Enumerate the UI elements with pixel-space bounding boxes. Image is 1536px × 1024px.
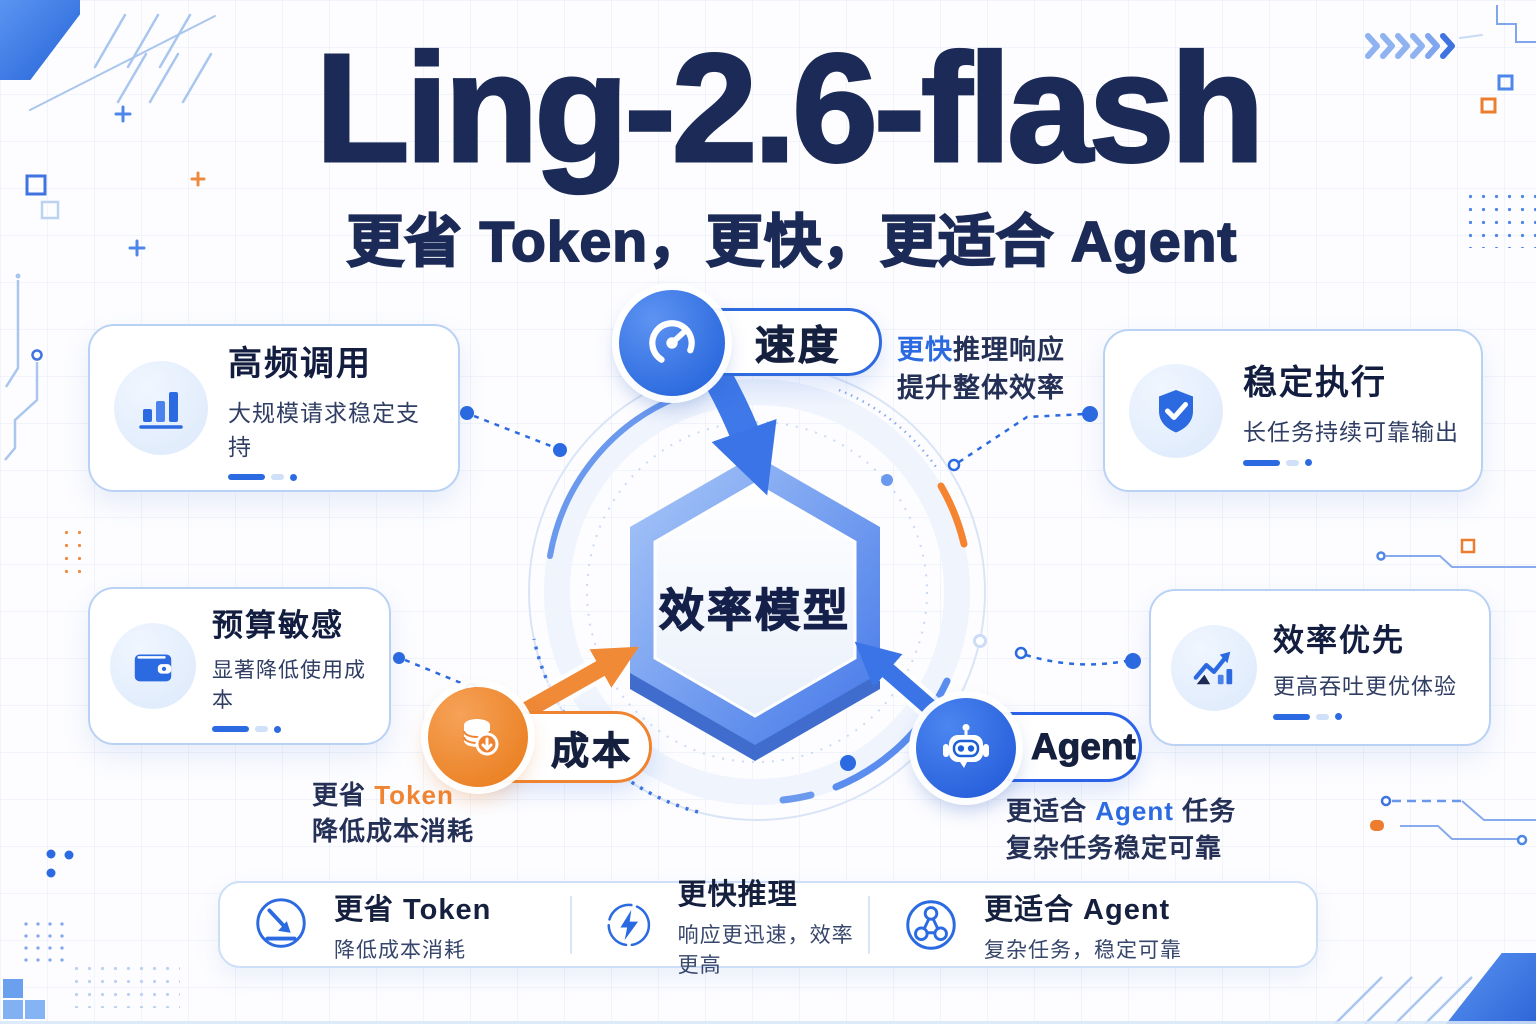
footer-item-title: 更省 Token: [334, 893, 492, 926]
card-budget-sensitive: 预算敏感 显著降低使用成本: [88, 587, 391, 745]
card-title: 高频调用: [228, 344, 372, 383]
agent-note-prefix: 更适合: [1006, 796, 1096, 826]
hexagon-label: 效率模型: [658, 584, 851, 636]
card-subtitle: 长任务持续可靠输出: [1243, 419, 1459, 445]
trend-down-icon: [256, 897, 306, 948]
robot-icon: [943, 724, 989, 768]
speed-note: 更快推理响应 提升整体效率: [897, 331, 1065, 407]
agent-note: 更适合 Agent 任务 复杂任务稳定可靠: [1006, 793, 1236, 867]
agent-note-suffix: 任务: [1173, 796, 1237, 826]
dot-grid: [60, 526, 86, 580]
footer-item-faster-inference: 更快推理 响应更迅速，效率更高: [572, 879, 868, 977]
hexagon-core: [630, 455, 880, 761]
speedometer-icon: [649, 320, 695, 366]
pixel-block: [3, 979, 23, 998]
wallet-icon: [110, 623, 196, 709]
divider: [868, 895, 870, 954]
agent-note-highlight: Agent: [1095, 796, 1174, 826]
bottom-edge: [0, 1021, 1536, 1024]
card-progress: [1273, 713, 1457, 720]
page-title: Ling-2.6-flash: [314, 22, 1266, 194]
card-progress: [212, 725, 373, 733]
dot-grid: [20, 918, 72, 966]
network-nodes-icon: [906, 899, 956, 950]
card-efficiency-first: 效率优先 更高吞吐更优体验: [1149, 589, 1491, 746]
footer-item-title: 更适合 Agent: [984, 893, 1171, 926]
card-stable-execution: 稳定执行 长任务持续可靠输出: [1103, 329, 1483, 492]
footer-item-save-token: 更省 Token 降低成本消耗: [220, 883, 570, 966]
card-subtitle: 大规模请求稳定支持: [228, 399, 420, 460]
footer-item-subtitle: 降低成本消耗: [334, 938, 466, 962]
footer-item-subtitle: 复杂任务，稳定可靠: [984, 938, 1182, 962]
cost-label: 成本: [550, 730, 634, 773]
speed-note-line2: 提升整体效率: [897, 373, 1065, 403]
card-title: 稳定执行: [1243, 364, 1387, 402]
divider: [570, 895, 572, 954]
cost-badge: [428, 687, 528, 787]
cost-note-highlight: Token: [374, 780, 454, 810]
gauge-bolt-icon: [607, 903, 651, 946]
speed-note-rest: 推理响应: [953, 335, 1065, 365]
card-high-frequency: 高频调用 大规模请求稳定支持: [88, 324, 460, 492]
agent-badge: [916, 698, 1016, 798]
card-title: 效率优先: [1273, 623, 1405, 658]
dot-grid: [70, 962, 180, 1008]
speed-note-highlight: 更快: [897, 335, 953, 365]
card-progress: [1243, 459, 1459, 466]
cost-note-line2: 降低成本消耗: [312, 816, 475, 846]
card-title: 预算敏感: [212, 607, 344, 643]
speed-badge: [619, 290, 725, 396]
pixel-block: [3, 1000, 23, 1019]
footer-item-title: 更快推理: [677, 878, 798, 911]
footer-item-agent-fit: 更适合 Agent 复杂任务，稳定可靠: [870, 883, 1316, 966]
pixel-block: [25, 1000, 45, 1019]
cost-note-prefix: 更省: [312, 780, 375, 810]
trend-up-icon: [1171, 624, 1257, 711]
card-subtitle: 显著降低使用成本: [212, 658, 366, 712]
page-subtitle: 更省 Token，更快，更适合 Agent: [346, 209, 1238, 275]
agent-note-line2: 复杂任务稳定可靠: [1006, 833, 1223, 863]
dot-grid: [1464, 190, 1536, 248]
speed-label: 速度: [755, 324, 841, 369]
footer-item-subtitle: 响应更迅速，效率更高: [677, 923, 854, 977]
shield-check-icon: [1129, 363, 1223, 458]
card-subtitle: 更高吞吐更优体验: [1273, 674, 1458, 699]
bar-chart-icon: [114, 361, 208, 455]
footer-bar: 更省 Token 降低成本消耗 更快推理 响应更迅速，效率更高: [218, 879, 1318, 977]
coins-down-icon: [463, 719, 499, 756]
agent-label: Agent: [1031, 726, 1137, 768]
card-progress: [228, 473, 442, 481]
cost-note: 更省 Token 降低成本消耗: [312, 777, 474, 849]
